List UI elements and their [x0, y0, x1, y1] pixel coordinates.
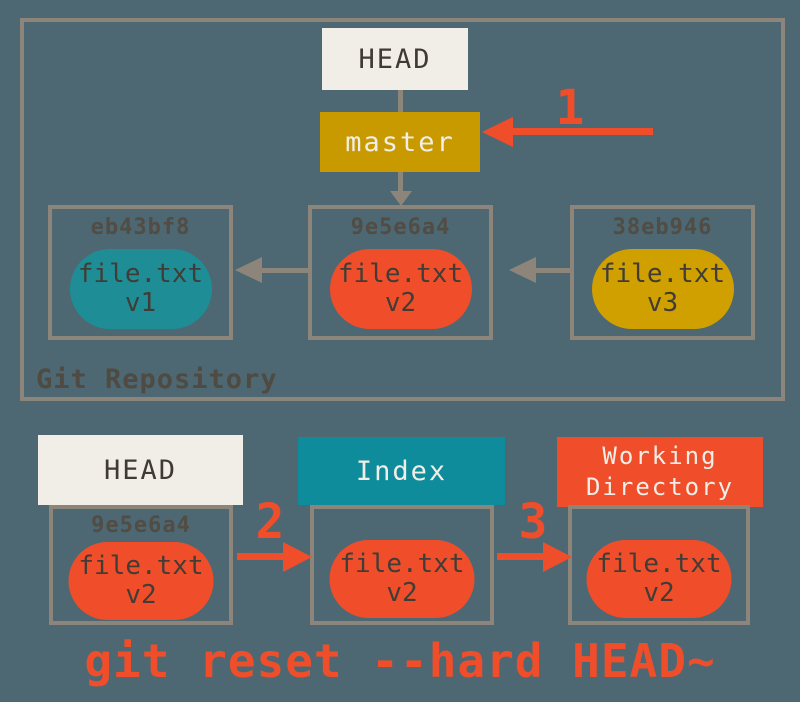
file-name: file.txt: [339, 548, 465, 579]
index-area-title: Index: [355, 455, 448, 487]
step-2-arrowhead-icon: [283, 542, 312, 572]
file-snapshot-pill: file.txt v2: [68, 542, 214, 620]
index-area-header: Index: [298, 437, 505, 505]
working-directory-title: Working Directory: [585, 441, 735, 501]
step-3-arrowhead-icon: [543, 542, 572, 572]
head-area-title: HEAD: [103, 454, 178, 486]
master-branch-box: master: [320, 112, 480, 172]
file-version: v2: [386, 578, 418, 608]
step-3-arrow-line: [497, 553, 545, 560]
file-name: file.txt: [78, 550, 204, 581]
file-name: file.txt: [596, 548, 722, 579]
commit-parent-arrowhead-icon: [509, 257, 536, 283]
master-branch-label: master: [345, 126, 455, 158]
git-repository-box: [20, 18, 785, 401]
commit-hash: eb43bf8: [90, 215, 191, 240]
step-3-number: 3: [518, 494, 548, 550]
file-version: v2: [384, 288, 417, 318]
index-area-box: file.txt v2: [310, 505, 494, 625]
working-directory-header: Working Directory: [557, 437, 763, 507]
step-1-arrow-line: [510, 128, 653, 135]
file-snapshot-pill: file.txt v1: [69, 249, 212, 329]
commit-box-38eb946: 38eb946 file.txt v3: [570, 205, 755, 340]
step-2-number: 2: [255, 494, 285, 550]
commit-parent-arrow-line: [535, 268, 570, 273]
file-snapshot-pill: file.txt v2: [329, 249, 472, 329]
working-directory-box: file.txt v2: [568, 505, 750, 625]
commit-box-9e5e6a4: 9e5e6a4 file.txt v2: [308, 205, 493, 340]
head-area-header: HEAD: [38, 435, 243, 505]
commit-hash: 9e5e6a4: [91, 513, 191, 538]
master-to-commit-connector: [398, 172, 403, 192]
file-snapshot-pill: file.txt v2: [586, 540, 732, 618]
file-snapshot-pill: file.txt v2: [329, 540, 475, 618]
file-version: v1: [124, 288, 157, 318]
head-to-master-connector: [398, 90, 403, 112]
git-command-caption: git reset --hard HEAD~: [84, 634, 716, 688]
file-name: file.txt: [599, 258, 726, 289]
step-2-arrow-line: [237, 553, 285, 560]
file-version: v3: [646, 288, 679, 318]
head-pointer-label: HEAD: [358, 43, 432, 75]
commit-parent-arrow-line: [261, 268, 308, 273]
commit-hash: 38eb946: [612, 215, 713, 240]
head-pointer-box: HEAD: [322, 28, 468, 90]
commit-parent-arrowhead-icon: [235, 257, 262, 283]
file-name: file.txt: [337, 258, 464, 289]
commit-hash: 9e5e6a4: [350, 215, 451, 240]
file-version: v2: [125, 580, 157, 610]
step-1-number: 1: [555, 80, 585, 136]
commit-box-eb43bf8: eb43bf8 file.txt v1: [48, 205, 233, 340]
git-repository-label: Git Repository: [36, 364, 278, 395]
file-version: v2: [643, 578, 675, 608]
step-1-arrowhead-icon: [482, 117, 513, 147]
file-snapshot-pill: file.txt v3: [591, 249, 734, 329]
head-area-box: 9e5e6a4 file.txt v2: [49, 505, 233, 625]
file-name: file.txt: [77, 258, 204, 289]
arrowhead-down-icon: [390, 191, 412, 206]
